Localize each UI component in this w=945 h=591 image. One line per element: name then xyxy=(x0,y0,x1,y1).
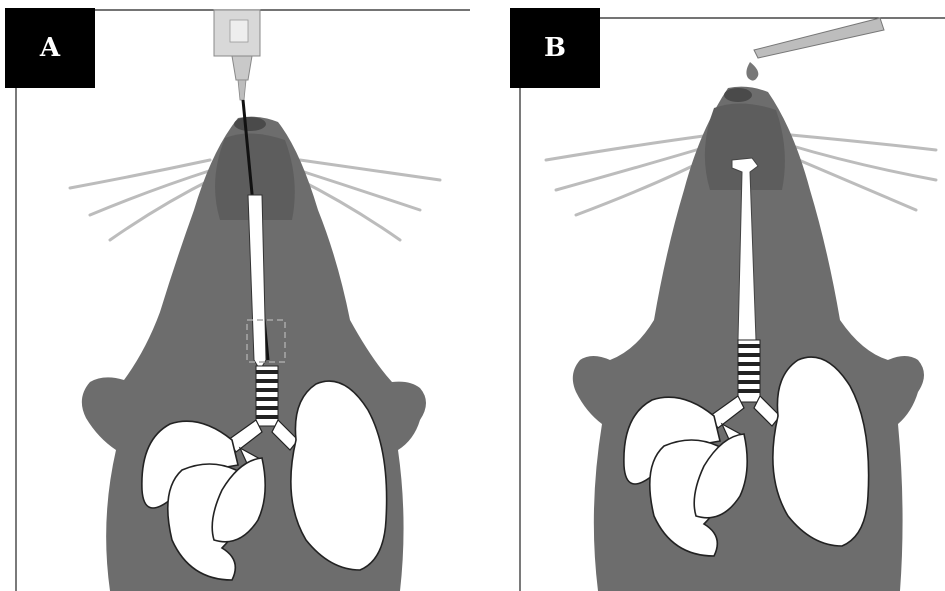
mouse-nose xyxy=(234,117,266,131)
panel-a-illustration xyxy=(0,0,470,591)
pipette-icon xyxy=(214,10,260,100)
trachea-rings xyxy=(256,366,278,426)
trachea-rings xyxy=(738,340,760,402)
panel-a: A xyxy=(0,0,470,591)
pipette-tip-icon xyxy=(746,18,884,81)
panel-b: B xyxy=(506,0,945,591)
mouse-nose xyxy=(724,88,752,102)
panel-label-b: B xyxy=(510,8,600,88)
panel-b-illustration xyxy=(506,0,945,591)
panel-label-a: A xyxy=(5,8,95,88)
